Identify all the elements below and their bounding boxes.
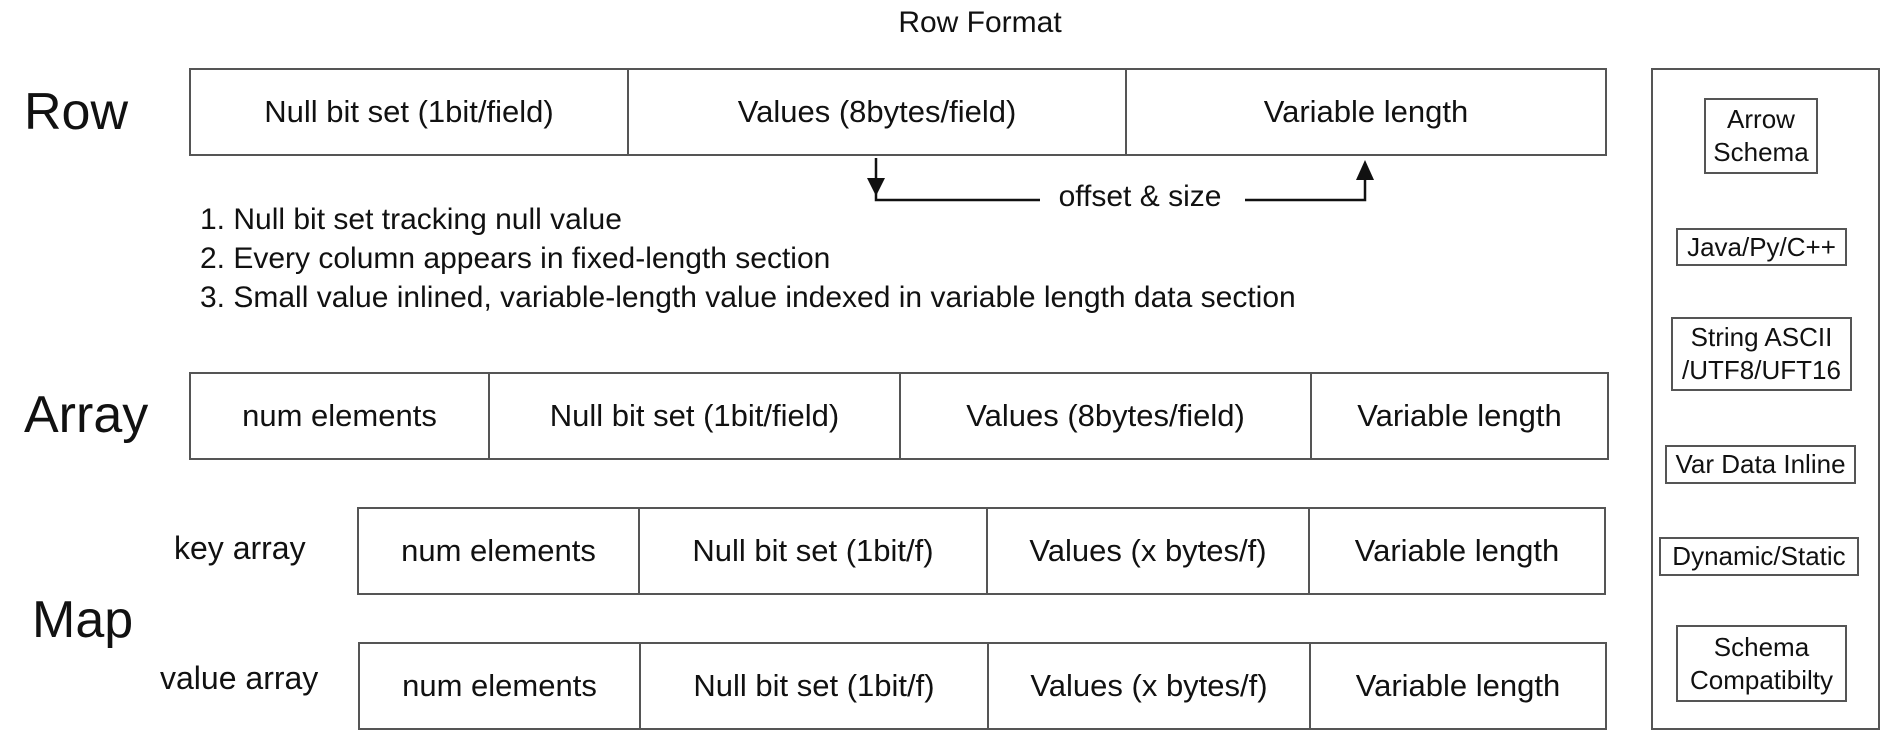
value-num-elements-cell: num elements	[360, 644, 641, 728]
row-values-cell: Values (8bytes/field)	[629, 70, 1127, 154]
offset-size-label: offset & size	[1040, 180, 1240, 214]
feature-arrow-schema: Arrow Schema	[1704, 98, 1818, 174]
key-variable-length-cell: Variable length	[1354, 533, 1560, 568]
value-array-label: value array	[160, 660, 319, 696]
offset-line-left	[874, 158, 1050, 202]
key-values-cell: Values (x bytes/f)	[988, 509, 1310, 593]
value-null-bitset-cell: Null bit set (1bit/f)	[641, 644, 989, 728]
value-values-cell: Values (x bytes/f)	[989, 644, 1311, 728]
feature-language-support: Java/Py/C++	[1676, 228, 1847, 266]
array-num-elements-cell: num elements	[191, 374, 490, 458]
row-null-bitset-cell: Null bit set (1bit/field)	[191, 70, 629, 154]
row-variable-length-cell: Variable length	[1263, 94, 1469, 129]
value-variable-length-cell: Variable length	[1355, 668, 1561, 703]
offset-arrowhead-down	[867, 178, 885, 196]
offset-line-right	[1245, 168, 1367, 202]
map-key-array-strip: num elements Null bit set (1bit/f) Value…	[357, 507, 1606, 595]
array-null-bitset-cell: Null bit set (1bit/field)	[490, 374, 901, 458]
features-panel	[1651, 68, 1880, 730]
key-null-bitset-cell: Null bit set (1bit/f)	[640, 509, 988, 593]
map-section-label: Map	[32, 591, 134, 649]
map-value-array-strip: num elements Null bit set (1bit/f) Value…	[358, 642, 1607, 730]
array-variable-length-cell: Variable length	[1357, 398, 1562, 433]
array-values-cell: Values (8bytes/field)	[901, 374, 1312, 458]
array-section-label: Array	[24, 386, 149, 444]
note-item: 3. Small value inlined, variable-length …	[200, 281, 1296, 314]
diagram-title: Row Format	[898, 6, 1062, 39]
feature-schema-compatibility: Schema Compatibilty	[1676, 625, 1847, 702]
key-num-elements-cell: num elements	[359, 509, 640, 593]
row-notes: 1. Null bit set tracking null value 2. E…	[200, 200, 1296, 317]
row-section-label: Row	[24, 83, 129, 141]
row-layout-strip: Null bit set (1bit/field) Values (8bytes…	[189, 68, 1607, 156]
feature-var-data-inline: Var Data Inline	[1665, 445, 1856, 484]
offset-arrowhead-up	[1356, 160, 1374, 180]
feature-string-encoding: String ASCII /UTF8/UFT16	[1671, 317, 1852, 391]
note-item: 1. Null bit set tracking null value	[200, 203, 622, 236]
array-layout-strip: num elements Null bit set (1bit/field) V…	[189, 372, 1609, 460]
key-array-label: key array	[174, 530, 306, 566]
note-item: 2. Every column appears in fixed-length …	[200, 242, 831, 275]
feature-dynamic-static: Dynamic/Static	[1659, 537, 1859, 576]
